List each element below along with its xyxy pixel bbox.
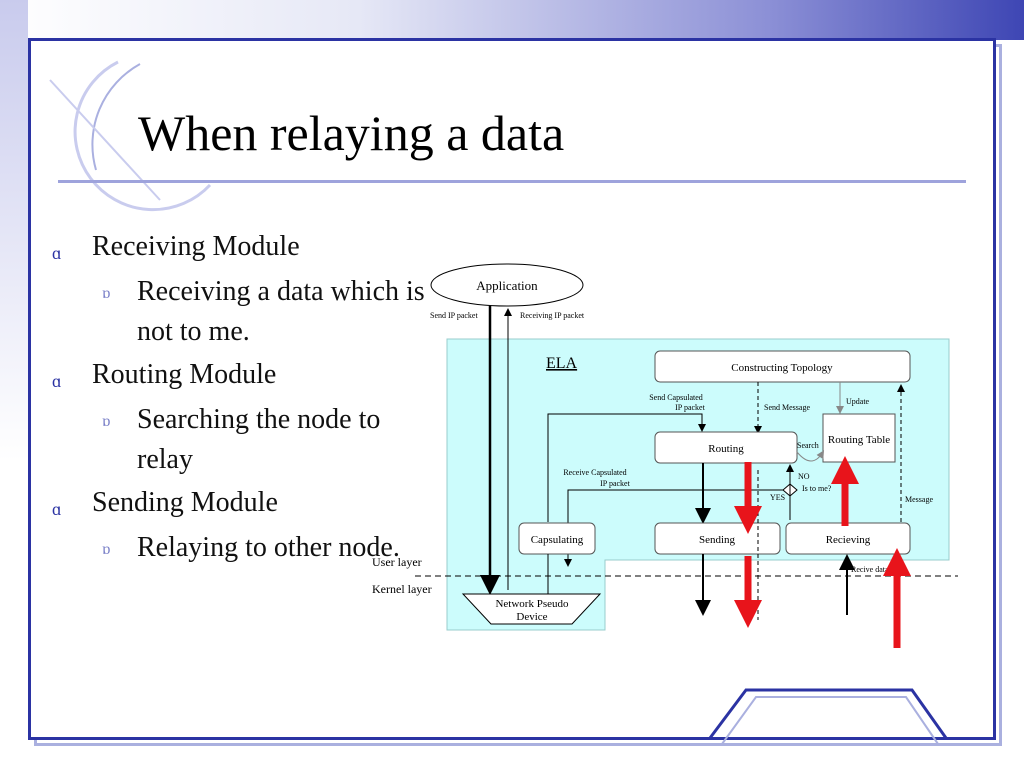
ela-panel bbox=[446, 338, 950, 631]
sub-bullet: ɒ Receiving a data which is not to me. bbox=[52, 272, 442, 352]
sub-bullet-marker-icon: ɒ bbox=[102, 413, 111, 430]
sub-bullet-marker-icon: ɒ bbox=[102, 541, 111, 558]
send-message-label: Send Message bbox=[764, 403, 810, 412]
bullet-text: Routing Module bbox=[92, 359, 277, 390]
send-capsulated-label-2: IP packet bbox=[675, 403, 705, 412]
message-label: Message bbox=[905, 495, 933, 504]
sending-label: Sending bbox=[699, 534, 736, 546]
bullet-list: ɑ Receiving Module ɒ Receiving a data wh… bbox=[52, 230, 442, 574]
bullet-text: Sending Module bbox=[92, 487, 278, 518]
capsulating-label: Capsulating bbox=[531, 534, 584, 546]
sub-bullet: ɒ Searching the node to relay bbox=[52, 400, 442, 480]
search-label: Search bbox=[797, 441, 819, 450]
sub-bullet: ɒ Relaying to other node. bbox=[52, 528, 442, 568]
user-layer-label: User layer bbox=[372, 555, 422, 569]
bullet-sending-module: ɑ Sending Module bbox=[52, 486, 442, 520]
recive-data-label: Recive data bbox=[851, 565, 889, 574]
sub-bullet-text: Relaying to other node. bbox=[137, 532, 400, 563]
slide-title: When relaying a data bbox=[138, 105, 565, 161]
sub-bullet-text: Searching the node to relay bbox=[137, 404, 381, 475]
bullet-marker-icon: ɑ bbox=[52, 371, 62, 391]
routing-table-label: Routing Table bbox=[828, 434, 890, 446]
npd-label-2: Device bbox=[516, 611, 547, 623]
routing-box bbox=[654, 431, 798, 464]
application-node bbox=[430, 263, 584, 307]
bullet-routing-module: ɑ Routing Module bbox=[52, 358, 442, 392]
recieving-label: Recieving bbox=[826, 534, 871, 546]
is-to-me-label: Is to me? bbox=[802, 484, 832, 493]
bullet-marker-icon: ɑ bbox=[52, 243, 62, 263]
bullet-text: Receiving Module bbox=[92, 231, 300, 262]
title-underline bbox=[58, 180, 966, 183]
network-pseudo-device bbox=[461, 593, 602, 625]
no-label: NO bbox=[798, 472, 810, 481]
receiving-ip-label: Receiving IP packet bbox=[520, 311, 585, 320]
send-ip-label: Send IP packet bbox=[430, 311, 478, 320]
constructing-topology-label: Constructing Topology bbox=[731, 362, 833, 374]
yes-label: YES bbox=[770, 493, 785, 502]
receive-capsulated-label: Receive Capsulated bbox=[563, 468, 626, 477]
bullet-receiving-module: ɑ Receiving Module bbox=[52, 230, 442, 264]
top-gradient-band bbox=[0, 0, 1024, 40]
bullet-marker-icon: ɑ bbox=[52, 499, 62, 519]
ela-label: ELA bbox=[546, 355, 578, 372]
update-label: Update bbox=[846, 397, 870, 406]
sub-bullet-text: Receiving a data which is not to me. bbox=[137, 276, 425, 347]
kernel-layer-label: Kernel layer bbox=[372, 582, 432, 596]
receive-capsulated-label-2: IP packet bbox=[600, 479, 630, 488]
sub-bullet-marker-icon: ɒ bbox=[102, 285, 111, 302]
routing-table-box bbox=[822, 413, 896, 463]
routing-label: Routing bbox=[708, 443, 744, 455]
highlight-arrows bbox=[734, 456, 911, 648]
send-capsulated-label: Send Capsulated bbox=[649, 393, 703, 402]
npd-label-1: Network Pseudo bbox=[495, 598, 569, 610]
constructing-topology-box bbox=[654, 350, 911, 383]
application-label: Application bbox=[476, 278, 538, 293]
left-gradient-band bbox=[0, 0, 28, 768]
capsulating-box bbox=[518, 522, 596, 555]
